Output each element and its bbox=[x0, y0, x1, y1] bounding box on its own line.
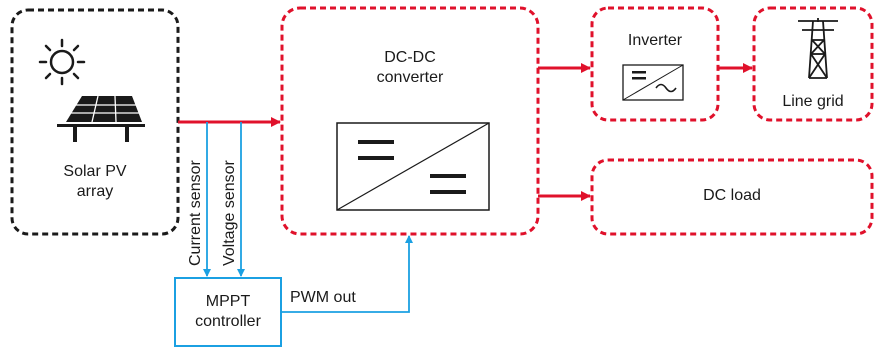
current-sensor-label: Current sensor bbox=[187, 160, 204, 266]
solar-panel-icon bbox=[57, 95, 145, 142]
dcdc-label-line1: DC-DC bbox=[384, 49, 436, 66]
mppt-label-line2: controller bbox=[195, 313, 261, 330]
inverter-block bbox=[590, 6, 720, 122]
solar-pv-label-line2: array bbox=[76, 183, 114, 200]
dc-load-label: DC load bbox=[703, 187, 761, 204]
mppt-label-line1: MPPT bbox=[205, 293, 251, 310]
solar-pv-label: Solar PV array bbox=[42, 162, 148, 202]
line-grid-label: Line grid bbox=[782, 93, 844, 110]
pwm-out-line bbox=[281, 235, 413, 313]
dcdc-converter-block bbox=[280, 6, 540, 236]
line-grid-block bbox=[752, 6, 874, 122]
solar-pv-label-line1: Solar PV bbox=[63, 163, 127, 180]
inverter-label: Inverter bbox=[627, 32, 683, 49]
dc-dc-converter-symbol bbox=[336, 122, 490, 211]
dc-load-block bbox=[590, 158, 874, 236]
transmission-tower-icon bbox=[798, 18, 838, 79]
dcdc-label-line2: converter bbox=[376, 69, 444, 86]
inverter-symbol bbox=[622, 64, 684, 101]
sun-icon bbox=[38, 38, 86, 86]
pwm-out-label: PWM out bbox=[290, 289, 356, 306]
mppt-label: MPPT controller bbox=[176, 292, 280, 332]
dcdc-label: DC-DC converter bbox=[350, 48, 470, 88]
voltage-sensor-label: Voltage sensor bbox=[221, 160, 238, 266]
